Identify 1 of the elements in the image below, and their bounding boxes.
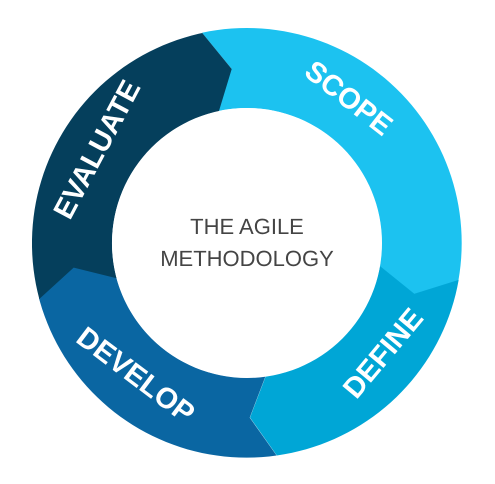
title-text: THE AGILE METHODOLOGY xyxy=(159,213,335,273)
